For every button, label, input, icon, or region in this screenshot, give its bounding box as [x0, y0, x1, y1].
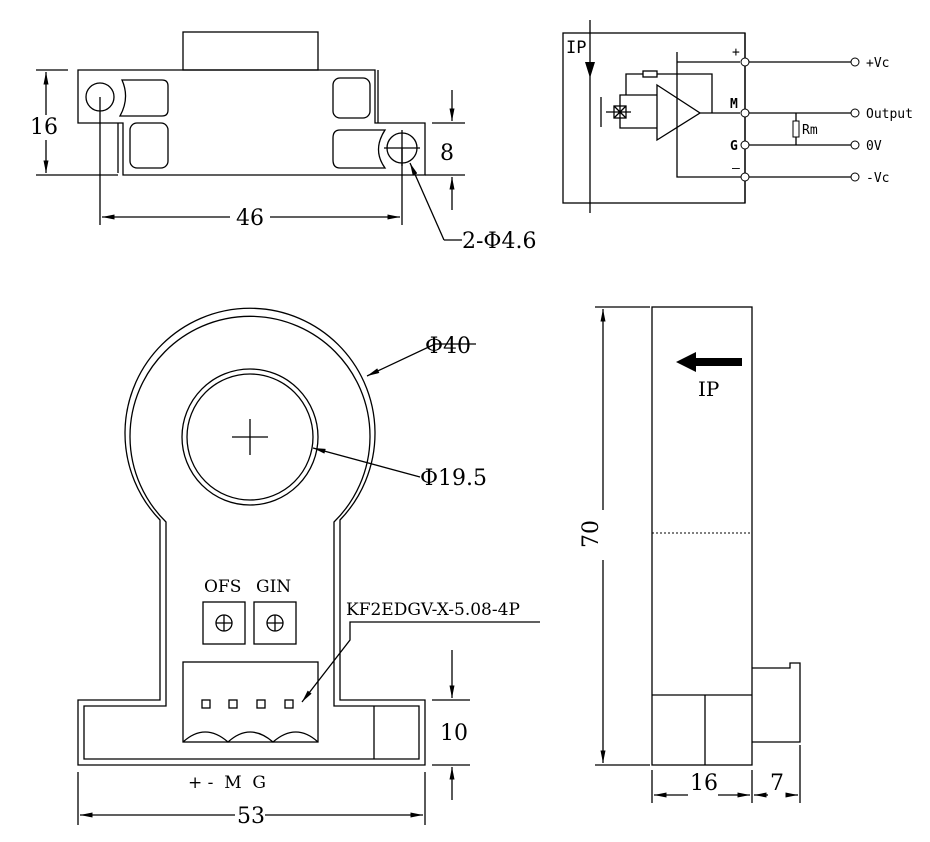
resistor-label: Rm — [802, 123, 818, 138]
current-direction-arrow-icon — [676, 352, 742, 372]
output-vc-minus: -Vc — [866, 171, 889, 186]
connector-pins — [201, 699, 294, 709]
dim-inner-diameter: Φ19.5 — [420, 466, 487, 491]
ofs-potentiometer — [202, 601, 246, 645]
aperture — [181, 368, 319, 506]
pin-minus: – — [732, 161, 740, 176]
dim-width-53: 53 — [237, 804, 265, 829]
circuit-diagram: IP + M G – Rm +Vc Output 0V -Vc — [562, 20, 913, 213]
side-connector — [752, 662, 801, 743]
ofs-label: OFS — [204, 577, 241, 597]
pin-m: M — [730, 97, 738, 112]
ip-label: IP — [566, 38, 586, 58]
resistor-icon — [792, 120, 800, 138]
gin-potentiometer — [253, 601, 297, 645]
output-vc-plus: +Vc — [866, 56, 889, 71]
top-tab — [182, 31, 319, 71]
front-view: OFS GIN + - M G KF2EDGV-X-5.08-4P Φ40 Φ1… — [77, 307, 540, 829]
pin-labels: + - M G — [188, 773, 266, 793]
dim-height-70: 70 — [579, 520, 604, 548]
dim-base-10: 10 — [440, 721, 468, 746]
dim-step-8: 8 — [440, 141, 454, 166]
hole-callout: 2-Φ4.6 — [462, 229, 536, 254]
pin-plus: + — [732, 45, 740, 60]
output-signal: Output — [866, 107, 913, 122]
connector-part-number: KF2EDGV-X-5.08-4P — [346, 600, 520, 620]
gin-label: GIN — [256, 577, 291, 597]
dim-depth-16: 16 — [690, 771, 718, 796]
dim-hole-spacing-46: 46 — [236, 206, 264, 231]
output-0v: 0V — [866, 139, 882, 154]
pin-g: G — [730, 139, 738, 154]
dim-connector-7: 7 — [770, 771, 784, 796]
dim-height-16: 16 — [30, 115, 58, 140]
side-view: IP 70 16 7 — [579, 306, 801, 803]
side-body — [651, 306, 753, 766]
dim-outer-diameter: Φ40 — [425, 334, 471, 359]
current-arrow-icon — [585, 62, 595, 78]
top-view: 16 8 46 2-Φ4.6 — [30, 31, 536, 254]
side-ip-label: IP — [698, 377, 719, 401]
terminal-connector — [182, 661, 319, 743]
front-body-outer — [77, 307, 426, 766]
amplifier-icon — [656, 83, 702, 142]
